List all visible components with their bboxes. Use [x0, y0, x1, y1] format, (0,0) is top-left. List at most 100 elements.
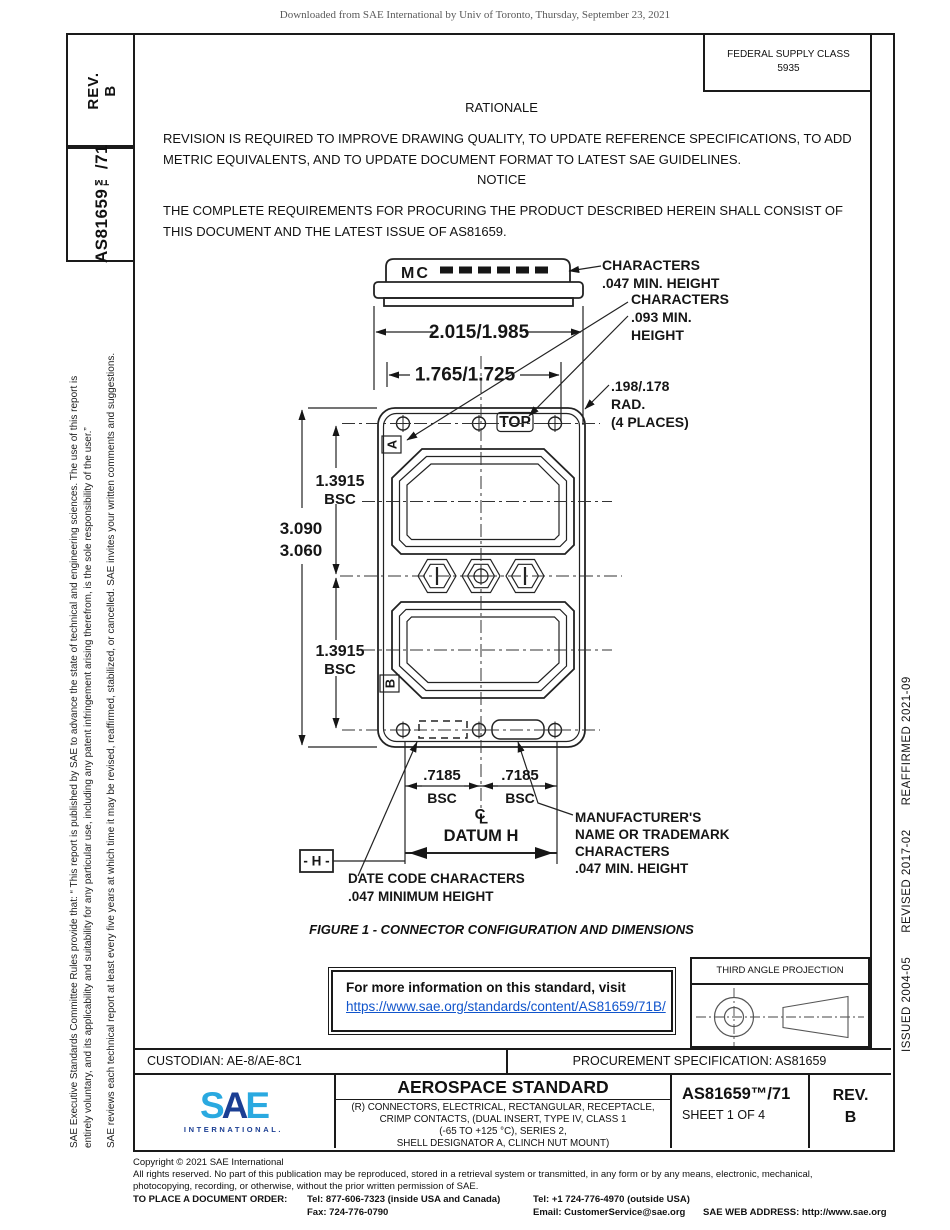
- datum-b-box: [379, 674, 400, 693]
- stamp-dashes: [440, 266, 548, 274]
- web-address: SAE WEB ADDRESS: http://www.sae.org: [703, 1207, 887, 1218]
- dim-overall: 3.090: [280, 519, 323, 538]
- connector-side-view: MC: [373, 258, 584, 307]
- committee-disclaimer: SAE Executive Standards Committee Rules …: [68, 288, 132, 1148]
- notice-text: THE COMPLETE REQUIREMENTS FOR PROCURING …: [163, 203, 843, 239]
- more-info-box: For more information on this standard, v…: [328, 967, 676, 1035]
- order-label: TO PLACE A DOCUMENT ORDER:: [133, 1194, 288, 1205]
- centerline-symbol: L: [479, 811, 488, 828]
- chars-047-note: .047 MIN. HEIGHT: [602, 275, 720, 291]
- description-line: (-65 TO +125 °C), SERIES 2,: [439, 1126, 567, 1137]
- fsc-label: FEDERAL SUPPLY CLASS: [727, 48, 850, 60]
- manufacturer-note: NAME OR TRADEMARK: [575, 827, 730, 842]
- logo-subtext: INTERNATIONAL.: [183, 1125, 284, 1134]
- document-number: AS81659™/71: [91, 143, 111, 264]
- chars-047-note: CHARACTERS: [602, 257, 700, 273]
- chars-093-note: HEIGHT: [631, 327, 684, 343]
- page-border-frame: [133, 33, 895, 1152]
- datum-h-box: [299, 849, 334, 873]
- rev-label: REV.: [84, 72, 102, 110]
- third-angle-projection-box: THIRD ANGLE PROJECTION: [690, 957, 870, 1048]
- custodian-row: CUSTODIAN: AE-8/AE-8C1 PROCUREMENT SPECI…: [133, 1048, 891, 1073]
- projection-symbol: [696, 988, 864, 1046]
- procurement-cell: PROCUREMENT SPECIFICATION: AS81659: [572, 1054, 827, 1068]
- logo-letter: A: [221, 1085, 249, 1126]
- datum-a: A: [385, 439, 400, 449]
- leader-lines: [357, 265, 629, 877]
- dim-lower: BSC: [324, 661, 356, 678]
- datum-b: B: [383, 679, 398, 688]
- document-number-cell: AS81659™/71 SHEET 1 OF 4: [672, 1075, 810, 1148]
- dim-bsc-right: .7185: [501, 767, 539, 784]
- top-marking: TOP: [499, 414, 531, 431]
- standard-type-title: AEROSPACE STANDARD: [336, 1075, 670, 1100]
- radius-note: .198/.178: [611, 378, 670, 394]
- dim-upper: BSC: [324, 491, 356, 508]
- fsc-value: 5935: [777, 62, 800, 74]
- dim-width-outer: 2.015/1.985: [429, 322, 530, 343]
- centerline-symbol: C: [475, 806, 486, 823]
- download-provenance-note: Downloaded from SAE International by Uni…: [279, 9, 671, 21]
- revision-history: ISSUED 2004-05 REVISED 2017-02 REAFFIRME…: [901, 676, 913, 1052]
- document-number-box: AS81659™/71: [66, 143, 135, 264]
- tel-inside: Tel: 877-606-7323 (inside USA and Canada…: [307, 1194, 501, 1205]
- description-line: SHELL DESIGNATOR A, CLINCH NUT MOUNT): [396, 1138, 610, 1149]
- date-code-note: DATE CODE CHARACTERS: [348, 871, 525, 886]
- disclaimer-line: SAE reviews each technical report at lea…: [106, 352, 117, 1148]
- disclaimer-line: entirely voluntary, and its applicabilit…: [83, 427, 94, 1148]
- description-line: CRIMP CONTACTS, (DUAL INSERT, TYPE IV, C…: [379, 1114, 627, 1125]
- right-inner-border: [870, 33, 872, 1048]
- copyright-line: Copyright © 2021 SAE International: [133, 1157, 284, 1168]
- standard-description-cell: AEROSPACE STANDARD (R) CONNECTORS, ELECT…: [336, 1075, 672, 1149]
- rev-value: B: [101, 85, 119, 97]
- dimension-lines: [298, 306, 584, 864]
- fax-number: Fax: 724-776-0790: [307, 1207, 389, 1218]
- dim-overall: 3.060: [280, 541, 323, 560]
- logo-letter: S: [199, 1085, 225, 1126]
- sae-logo: SAE INTERNATIONAL.: [133, 1075, 336, 1148]
- datum-h-flag: - H -: [303, 854, 329, 869]
- dim-width-inner: 1.765/1.725: [415, 365, 516, 386]
- description-line: (R) CONNECTORS, ELECTRICAL, RECTANGULAR,…: [351, 1102, 655, 1113]
- radius-note: (4 PLACES): [611, 414, 689, 430]
- revision-cell: REV. B: [810, 1075, 891, 1148]
- datum-h-label: DATUM H: [444, 827, 519, 845]
- radius-note: RAD.: [611, 396, 645, 412]
- datum-a-box: [381, 435, 402, 454]
- doc-number: AS81659™/71: [682, 1085, 791, 1103]
- dim-lower: 1.3915: [316, 643, 365, 660]
- manufacturer-note: .047 MIN. HEIGHT: [575, 861, 689, 876]
- chars-093-note: CHARACTERS: [631, 291, 729, 307]
- logo-letter: E: [245, 1085, 270, 1126]
- manufacturer-note: CHARACTERS: [575, 844, 670, 859]
- title-block: SAE INTERNATIONAL. AEROSPACE STANDARD (R…: [133, 1073, 891, 1149]
- tel-outside: Tel: +1 724-776-4970 (outside USA): [533, 1194, 690, 1205]
- stamp-text: MC: [401, 265, 430, 282]
- rationale-heading: RATIONALE: [465, 100, 538, 115]
- notice-heading: NOTICE: [476, 172, 527, 187]
- rev-value: B: [844, 1109, 857, 1126]
- custodian-cell: CUSTODIAN: AE-8/AE-8C1: [133, 1050, 508, 1073]
- date-code-note: .047 MINIMUM HEIGHT: [348, 889, 494, 904]
- dim-bsc-left: .7185: [423, 767, 461, 784]
- projection-label: THIRD ANGLE PROJECTION: [692, 959, 868, 985]
- figure-caption: FIGURE 1 - CONNECTOR CONFIGURATION AND D…: [309, 922, 694, 937]
- chars-093-note: .093 MIN.: [631, 309, 692, 325]
- rights-text: All rights reserved. No part of this pub…: [133, 1169, 813, 1193]
- rationale-text: REVISION IS REQUIRED TO IMPROVE DRAWING …: [163, 131, 852, 167]
- info-text: For more information on this standard, v…: [346, 980, 626, 995]
- dim-bsc-right: BSC: [505, 790, 535, 806]
- top-marking-box: [496, 411, 534, 433]
- centerlines: [340, 356, 622, 810]
- connector-technical-drawing: MC: [280, 257, 730, 904]
- manufacturer-note: MANUFACTURER'S: [575, 810, 701, 825]
- email-address: Email: CustomerService@sae.org: [533, 1207, 686, 1218]
- federal-supply-class-box: FEDERAL SUPPLY CLASS 5935: [703, 33, 872, 92]
- disclaimer-line: SAE Executive Standards Committee Rules …: [69, 375, 80, 1148]
- dim-bsc-left: BSC: [427, 790, 457, 806]
- standard-link[interactable]: https://www.sae.org/standards/content/AS…: [346, 999, 666, 1014]
- rev-box: REV. B: [66, 33, 135, 149]
- rev-label: REV.: [832, 1087, 869, 1104]
- sheet-number: SHEET 1 OF 4: [682, 1108, 766, 1122]
- dim-upper: 1.3915: [316, 473, 365, 490]
